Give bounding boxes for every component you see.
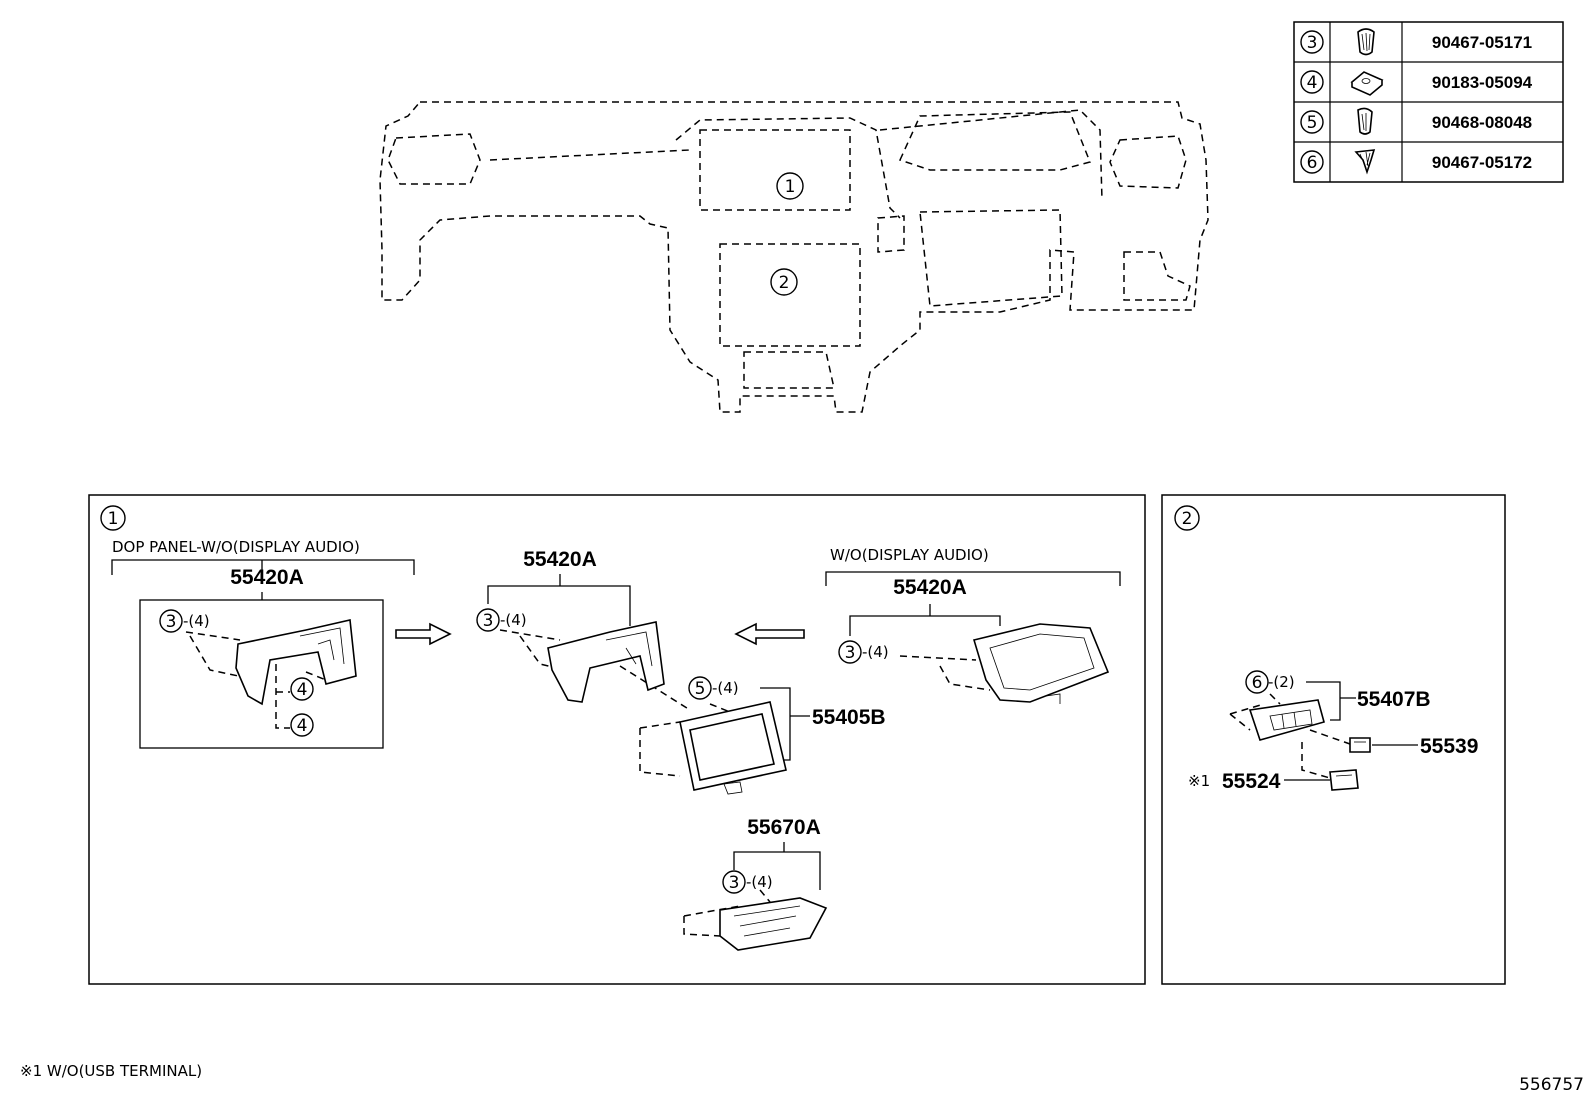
terminal-part [1329, 769, 1359, 791]
svg-text:2: 2 [779, 273, 790, 293]
svg-text:3: 3 [729, 873, 740, 893]
svg-text:6: 6 [1252, 673, 1263, 693]
table-part-number: 90467-05172 [1432, 153, 1532, 172]
svg-text:5: 5 [695, 679, 706, 699]
svg-text:-(4): -(4) [712, 679, 739, 697]
meter-hood-part [972, 623, 1110, 704]
instrument-panel-overview: 1 2 [379, 101, 1209, 413]
part-number-55539: 55539 [1420, 735, 1478, 758]
part-number-55407b: 55407B [1357, 688, 1431, 711]
dop-panel-part [235, 619, 357, 706]
table-part-number: 90183-05094 [1432, 73, 1533, 92]
switch-base-part [1248, 699, 1325, 741]
table-row: 6 90467-05172 [1300, 149, 1532, 175]
footnote: ※1 W/O(USB TERMINAL) [20, 1062, 202, 1080]
svg-text:-(2): -(2) [1268, 673, 1295, 691]
group-c-title: W/O(DISPLAY AUDIO) [830, 546, 989, 564]
part-number-55524: 55524 [1222, 770, 1281, 793]
table-row: 4 90183-05094 [1300, 70, 1533, 96]
panel-1-ref: 1 [108, 509, 119, 529]
clip-icon [1357, 28, 1375, 56]
table-part-number: 90468-08048 [1432, 113, 1532, 132]
table-ref: 5 [1307, 113, 1318, 133]
svg-text:-(4): -(4) [746, 873, 773, 891]
group-display-bezel: 5 -(4) 55405B [639, 676, 886, 795]
fastener-table: 3 90467-05171 4 90183-05094 5 9 [1293, 21, 1564, 183]
part-number-55670a: 55670A [747, 816, 821, 839]
svg-text:3: 3 [483, 611, 494, 631]
callout-2: 2 [770, 268, 798, 296]
svg-text:3: 3 [166, 612, 177, 632]
table-ref: 3 [1307, 33, 1318, 53]
svg-text:3: 3 [845, 643, 856, 663]
table-ref: 6 [1307, 153, 1318, 173]
part-number-55420a: 55420A [893, 576, 967, 599]
illustration-number: 556757 [1519, 1075, 1584, 1095]
svg-text:4: 4 [297, 680, 308, 700]
nut-clip-icon [1350, 71, 1384, 96]
detail-panel-2: 2 6 -(2) 55407B 55539 ※1 55524 [1161, 494, 1506, 985]
table-ref: 4 [1307, 73, 1318, 93]
group-lower-panel: 55670A 3 -(4) [683, 816, 828, 951]
table-row: 5 90468-08048 [1300, 107, 1532, 135]
part-number-55420a: 55420A [523, 548, 597, 571]
svg-text:-(4): -(4) [500, 611, 527, 629]
group-center-panel: 55420A 3 -(4) [476, 548, 691, 711]
display-bezel-part [679, 701, 787, 795]
lower-panel-part [719, 897, 828, 951]
table-part-number: 90467-05171 [1432, 33, 1532, 52]
svg-text:1: 1 [785, 177, 796, 197]
detail-panel-1: 1 DOP PANEL-W/O(DISPLAY AUDIO) 55420A 3 … [88, 494, 1146, 985]
arrow-left [734, 622, 805, 646]
part-number-55405b: 55405B [812, 706, 886, 729]
footnote-mark: ※1 [1188, 772, 1210, 790]
svg-text:4: 4 [297, 716, 308, 736]
group-without-display-audio: W/O(DISPLAY AUDIO) 55420A 3 -(4) [825, 546, 1121, 704]
part-number-55420a: 55420A [230, 566, 304, 589]
clip-icon [1354, 149, 1376, 175]
callout-1: 1 [776, 172, 804, 200]
usb-jack-part [1349, 737, 1371, 753]
group-a-title: DOP PANEL-W/O(DISPLAY AUDIO) [112, 538, 360, 556]
panel-2-ref: 2 [1182, 509, 1193, 529]
arrow-right [395, 622, 452, 646]
group-dop-panel: DOP PANEL-W/O(DISPLAY AUDIO) 55420A 3 -(… [111, 538, 415, 749]
svg-text:-(4): -(4) [862, 643, 889, 661]
svg-text:-(4): -(4) [183, 612, 210, 630]
clip-icon [1357, 107, 1373, 135]
table-row: 3 90467-05171 [1300, 28, 1532, 56]
center-panel-part [547, 621, 665, 703]
